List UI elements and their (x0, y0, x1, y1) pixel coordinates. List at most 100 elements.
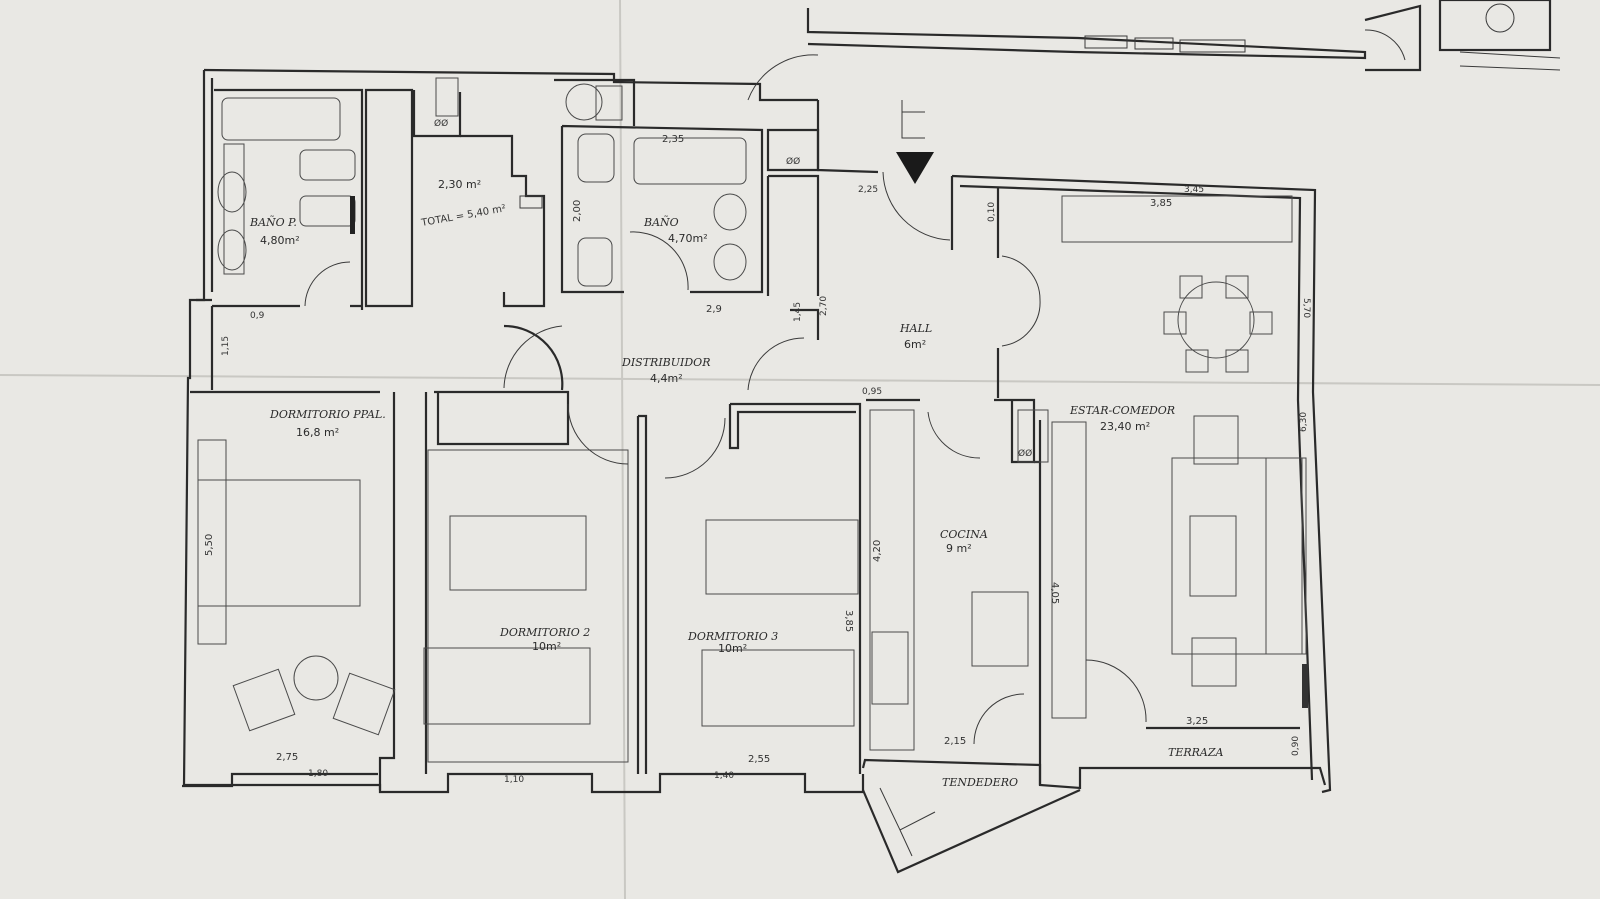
dormitorio-ppal: DORMITORIO PPAL. 16,8 m² 5,50 2,75 1,80 … (197, 311, 396, 779)
dormitorio-3-name: DORMITORIO 3 (687, 630, 778, 643)
dormitorio-3: DORMITORIO 3 10m² 2,55 1,40 3,85 (664, 402, 862, 781)
armchair-icon (232, 668, 296, 732)
distribuidor-door-1 (503, 325, 563, 389)
dim-275: 2,75 (276, 752, 298, 763)
accessibility-icon (1485, 3, 1515, 33)
laundry-area: 2,30 m² (438, 178, 481, 191)
dining-table-icon (1177, 281, 1255, 359)
terraza: TERRAZA 3,25 0,90 (1168, 716, 1301, 759)
dim-110: 1,10 (504, 775, 524, 785)
dim-570: 5,70 (1301, 298, 1311, 318)
dim-405: 4,05 (1049, 582, 1060, 604)
bano-area: 4,70m² (668, 232, 708, 245)
entry-arrow-icon (896, 152, 934, 184)
sofa-icon (1171, 457, 1303, 655)
dormitorio-ppal-area: 16,8 m² (296, 426, 339, 439)
cocina-door (927, 411, 981, 459)
dim-345: 3,45 (1184, 185, 1204, 195)
svg-text:ØØ: ØØ (786, 156, 800, 167)
tendedero-name: TENDEDERO (942, 776, 1018, 789)
paper-fold-horizontal (0, 374, 1600, 386)
bathtub-icon (221, 97, 341, 141)
cocina: ØØ COCINA 9 m² 4,20 2,15 (866, 398, 1049, 785)
outer-wall-bottom (378, 772, 865, 794)
dim-290: 2,9 (706, 304, 722, 315)
dim-090b: 0,90 (1291, 736, 1301, 756)
toilet-icon-2 (577, 133, 615, 183)
dim-180: 1,80 (308, 769, 328, 779)
bano-name: BAÑO (643, 215, 679, 229)
outer-wall-top-left (203, 68, 818, 102)
sink-icon (217, 171, 247, 213)
bano-p-door (304, 261, 351, 307)
distribuidor-door-2 (747, 337, 805, 391)
dim-385b: 3,85 (843, 610, 854, 632)
cocina-area: 9 m² (946, 542, 972, 555)
bano-p-name: BAÑO P. (249, 215, 297, 229)
terraza-door (1085, 659, 1147, 723)
dim-145: 1,45 (793, 302, 803, 322)
svg-text:ØØ: ØØ (434, 118, 448, 129)
hall-name: HALL (899, 322, 932, 335)
outer-wall-right (951, 174, 1332, 794)
cocina-name: COCINA (940, 528, 988, 541)
armchair-icon-2 (332, 672, 396, 736)
estar-comedor-name: ESTAR-COMEDOR (1069, 404, 1175, 417)
dim-115: 1,15 (221, 336, 231, 356)
sink-icon-4 (713, 243, 747, 281)
dormitorio-3-door (664, 417, 726, 479)
entry-door-swing[interactable] (882, 171, 951, 241)
coffee-table-icon (1189, 515, 1237, 597)
dormitorio-3-area: 10m² (718, 642, 747, 655)
shaft: ØØ (766, 128, 820, 296)
dim-325: 3,25 (1186, 716, 1208, 727)
dim-010: 0,10 (987, 202, 997, 222)
dormitorio-ppal-name: DORMITORIO PPAL. (269, 408, 386, 421)
bano-principal: BAÑO P. 4,80m² (212, 88, 364, 310)
terraza-name: TERRAZA (1168, 746, 1224, 759)
distribuidor: DISTRIBUIDOR 4,4m² (190, 306, 820, 394)
outer-wall-left (182, 70, 382, 790)
hall: HALL 6m² (899, 188, 1041, 398)
neighbor-building-fragment (806, 0, 1561, 72)
dim-140: 1,40 (714, 771, 734, 781)
distribuidor-name: DISTRIBUIDOR (621, 356, 710, 369)
dim-095: 0,95 (862, 387, 882, 397)
outer-wall-bottom-right (861, 758, 1327, 790)
bano: BAÑO 4,70m² 2,35 2,00 (554, 78, 764, 294)
dormitorio-2-area: 10m² (532, 640, 561, 653)
toilet-icon (299, 149, 356, 181)
dim-200: 2,00 (572, 200, 583, 222)
armchair-icon-4 (1191, 637, 1237, 687)
bano-door (629, 231, 689, 291)
dim-225: 2,25 (858, 185, 878, 195)
estar-comedor: ESTAR-COMEDOR 23,40 m² 3,85 3,45 4,05 5,… (1049, 185, 1311, 730)
dim-550: 5,50 (204, 534, 215, 556)
dim-270: 2,70 (819, 296, 829, 316)
bano-p-area: 4,80m² (260, 234, 300, 247)
dormitorio-2-name: DORMITORIO 2 (499, 626, 590, 639)
outer-wall-left-inner (196, 78, 214, 302)
bathtub-icon-2 (633, 137, 747, 185)
laundry-total: TOTAL = 5,40 m² (420, 203, 507, 229)
svg-text:ØØ: ØØ (1018, 448, 1032, 459)
side-table-icon (293, 655, 339, 701)
dim-420: 4,20 (872, 540, 883, 562)
entry-walls (816, 100, 954, 250)
hall-area: 6m² (904, 338, 926, 351)
kitchen-table-icon (971, 591, 1029, 667)
estar-comedor-area: 23,40 m² (1100, 420, 1150, 433)
dim-385: 3,85 (1150, 198, 1172, 209)
tendedero-wall (861, 788, 1081, 874)
sink-icon-2 (217, 229, 247, 271)
laundry-room: 2,30 m² TOTAL = 5,40 m² ØØ (364, 77, 546, 308)
dormitorio-2-door (567, 403, 629, 465)
bidet-icon-2 (577, 237, 613, 287)
distribuidor-area: 4,4m² (650, 372, 683, 385)
bidet-icon (299, 195, 356, 227)
dim-235: 2,35 (662, 134, 684, 145)
dim-090: 0,9 (250, 311, 265, 321)
sink-icon-3 (713, 193, 747, 231)
dormitorio-2: DORMITORIO 2 10m² 1,10 (423, 390, 648, 785)
